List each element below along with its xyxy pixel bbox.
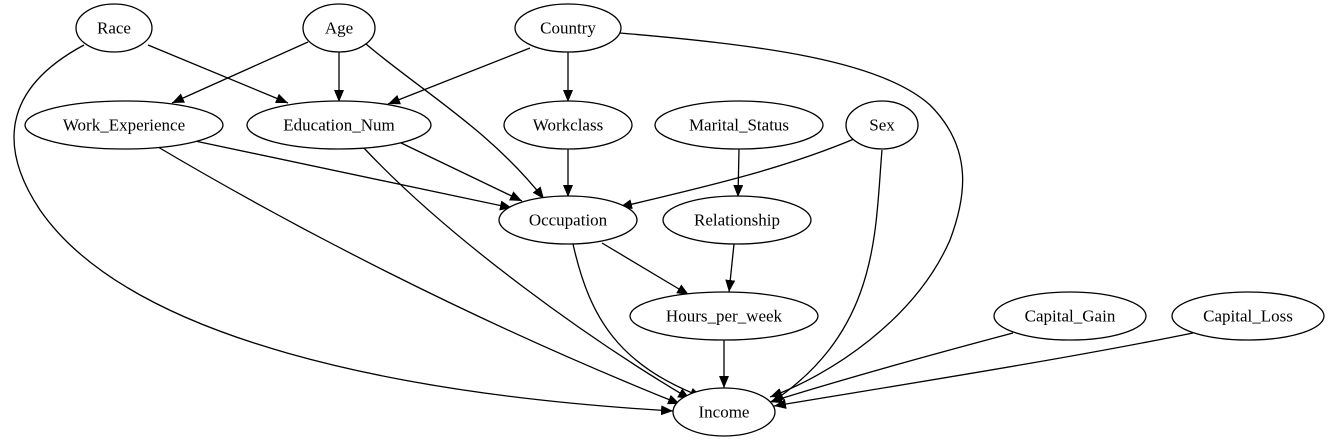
- node-education-num-label: Education_Num: [283, 116, 394, 135]
- edge-capital-gain-income: [769, 332, 1014, 404]
- node-capital-gain-label: Capital_Gain: [1025, 307, 1116, 326]
- node-work-experience-label: Work_Experience: [63, 116, 185, 135]
- edge-country-education-num: [387, 47, 531, 105]
- edge-sex-occupation: [619, 138, 855, 210]
- node-sex-label: Sex: [869, 116, 895, 135]
- node-marital-status: Marital_Status: [654, 100, 824, 150]
- node-income-label: Income: [699, 403, 750, 422]
- node-age: Age: [302, 3, 376, 53]
- node-hours-per-week-label: Hours_per_week: [666, 307, 783, 326]
- node-marital-status-label: Marital_Status: [689, 116, 789, 135]
- node-capital-loss: Capital_Loss: [1171, 291, 1325, 341]
- node-capital-gain: Capital_Gain: [993, 291, 1147, 341]
- node-workclass-label: Workclass: [533, 116, 603, 135]
- node-relationship: Relationship: [662, 195, 812, 245]
- edge-age-work-experience: [171, 41, 309, 104]
- edge-relationship-hours-per-week: [725, 243, 736, 293]
- edge-occupation-income: [572, 243, 703, 398]
- edge-race-education-num: [147, 44, 289, 104]
- edge-education-num-income: [361, 145, 691, 400]
- edge-occupation-hours-per-week: [601, 242, 690, 296]
- node-income: Income: [672, 387, 776, 437]
- node-country-label: Country: [540, 19, 596, 38]
- node-capital-loss-label: Capital_Loss: [1203, 307, 1293, 326]
- edge-marital-status-relationship: [733, 148, 744, 198]
- node-education-num: Education_Num: [246, 100, 432, 150]
- edge-work-experience-occupation: [194, 140, 513, 211]
- edge-capital-loss-income: [773, 332, 1194, 409]
- edge-sex-income: [771, 149, 883, 403]
- node-race-label: Race: [97, 19, 131, 38]
- nodes: Race Age Country Work_Experience Educati…: [24, 3, 1325, 437]
- node-workclass: Workclass: [503, 100, 633, 150]
- node-sex: Sex: [845, 100, 919, 150]
- edge-work-experience-income: [157, 146, 681, 405]
- edge-age-occupation: [365, 43, 545, 200]
- node-hours-per-week: Hours_per_week: [629, 291, 819, 341]
- node-work-experience: Work_Experience: [24, 100, 224, 150]
- node-occupation: Occupation: [498, 195, 638, 245]
- node-relationship-label: Relationship: [694, 211, 780, 230]
- node-age-label: Age: [325, 19, 353, 38]
- node-occupation-label: Occupation: [529, 211, 608, 230]
- edge-education-num-occupation: [396, 140, 523, 202]
- edge-country-income: [619, 32, 964, 398]
- edge-race-income: [13, 44, 674, 416]
- node-country: Country: [514, 3, 622, 53]
- node-race: Race: [75, 3, 153, 53]
- edges: [13, 32, 1194, 416]
